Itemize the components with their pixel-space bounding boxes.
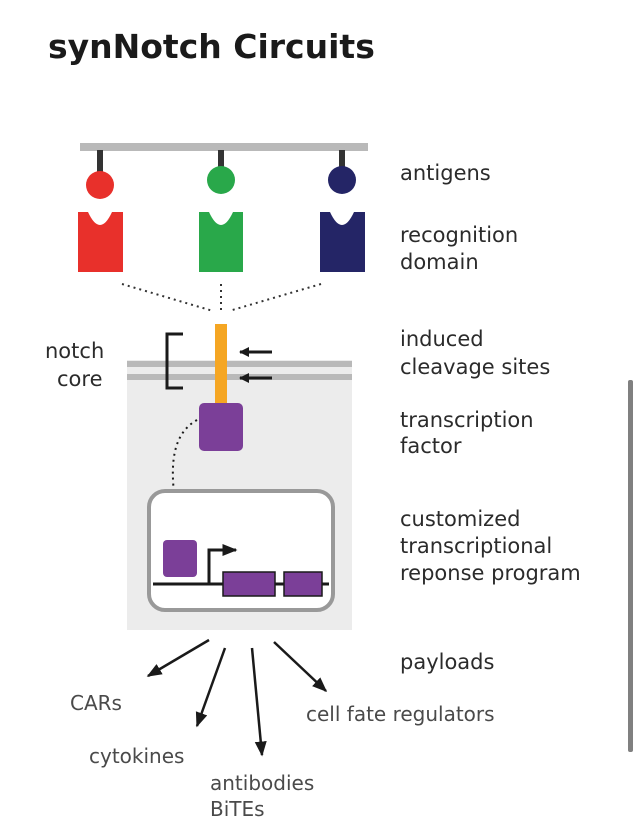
payload-cars: CARs <box>70 691 122 715</box>
label-program-line3: reponse program <box>400 561 581 585</box>
recognition-domain-red <box>78 212 123 272</box>
label-notch-line1: notch <box>45 339 104 363</box>
label-payloads: payloads <box>400 650 494 674</box>
payload-arrow-cars <box>146 638 210 678</box>
gene-block-2 <box>283 571 323 597</box>
label-recognition-line2: domain <box>400 250 479 274</box>
label-cleavage-line1: induced <box>400 327 484 351</box>
label-program-line2: transcriptional <box>400 534 552 558</box>
membrane-outer <box>127 361 352 367</box>
antigen-green <box>207 166 235 194</box>
label-tf-line2: factor <box>400 434 462 458</box>
payload-cytokines: cytokines <box>89 744 184 768</box>
label-recognition-line1: recognition <box>400 223 518 247</box>
payload-cell-fate: cell fate regulators <box>306 702 495 726</box>
payload-arrow-antibodies <box>250 647 267 757</box>
antigen-navy <box>328 166 356 194</box>
label-notch-line2: core <box>57 367 103 391</box>
recognition-domain-navy <box>320 212 365 272</box>
antigen-red <box>86 171 114 199</box>
payload-antibodies-line2: BiTEs <box>210 797 265 821</box>
membrane-inner <box>127 374 352 380</box>
label-cleavage-line2: cleavage sites <box>400 355 550 379</box>
notch-core-bar <box>215 324 227 406</box>
scrollbar[interactable] <box>628 380 633 752</box>
payload-antibodies-line1: antibodies <box>210 771 314 795</box>
promoter-arrow <box>207 544 238 584</box>
notch-core-bracket <box>165 332 183 390</box>
page-title: synNotch Circuits <box>48 27 375 66</box>
payload-arrow-cell-fate <box>273 641 328 693</box>
transcription-factor <box>199 403 243 451</box>
label-program-line1: customized <box>400 507 520 531</box>
antigen-surface <box>80 143 368 151</box>
connector-red <box>121 283 214 312</box>
label-tf-line1: transcription <box>400 408 534 432</box>
antigen-stalk-green <box>218 150 224 170</box>
antigen-stalk-navy <box>339 150 345 170</box>
connector-navy <box>228 283 322 312</box>
recognition-domain-green <box>199 212 243 272</box>
gene-block-1 <box>222 571 276 597</box>
bound-transcription-factor <box>163 540 197 577</box>
payload-arrow-cytokines <box>195 647 227 728</box>
antigen-stalk-red <box>97 150 103 172</box>
label-antigens: antigens <box>400 161 491 185</box>
